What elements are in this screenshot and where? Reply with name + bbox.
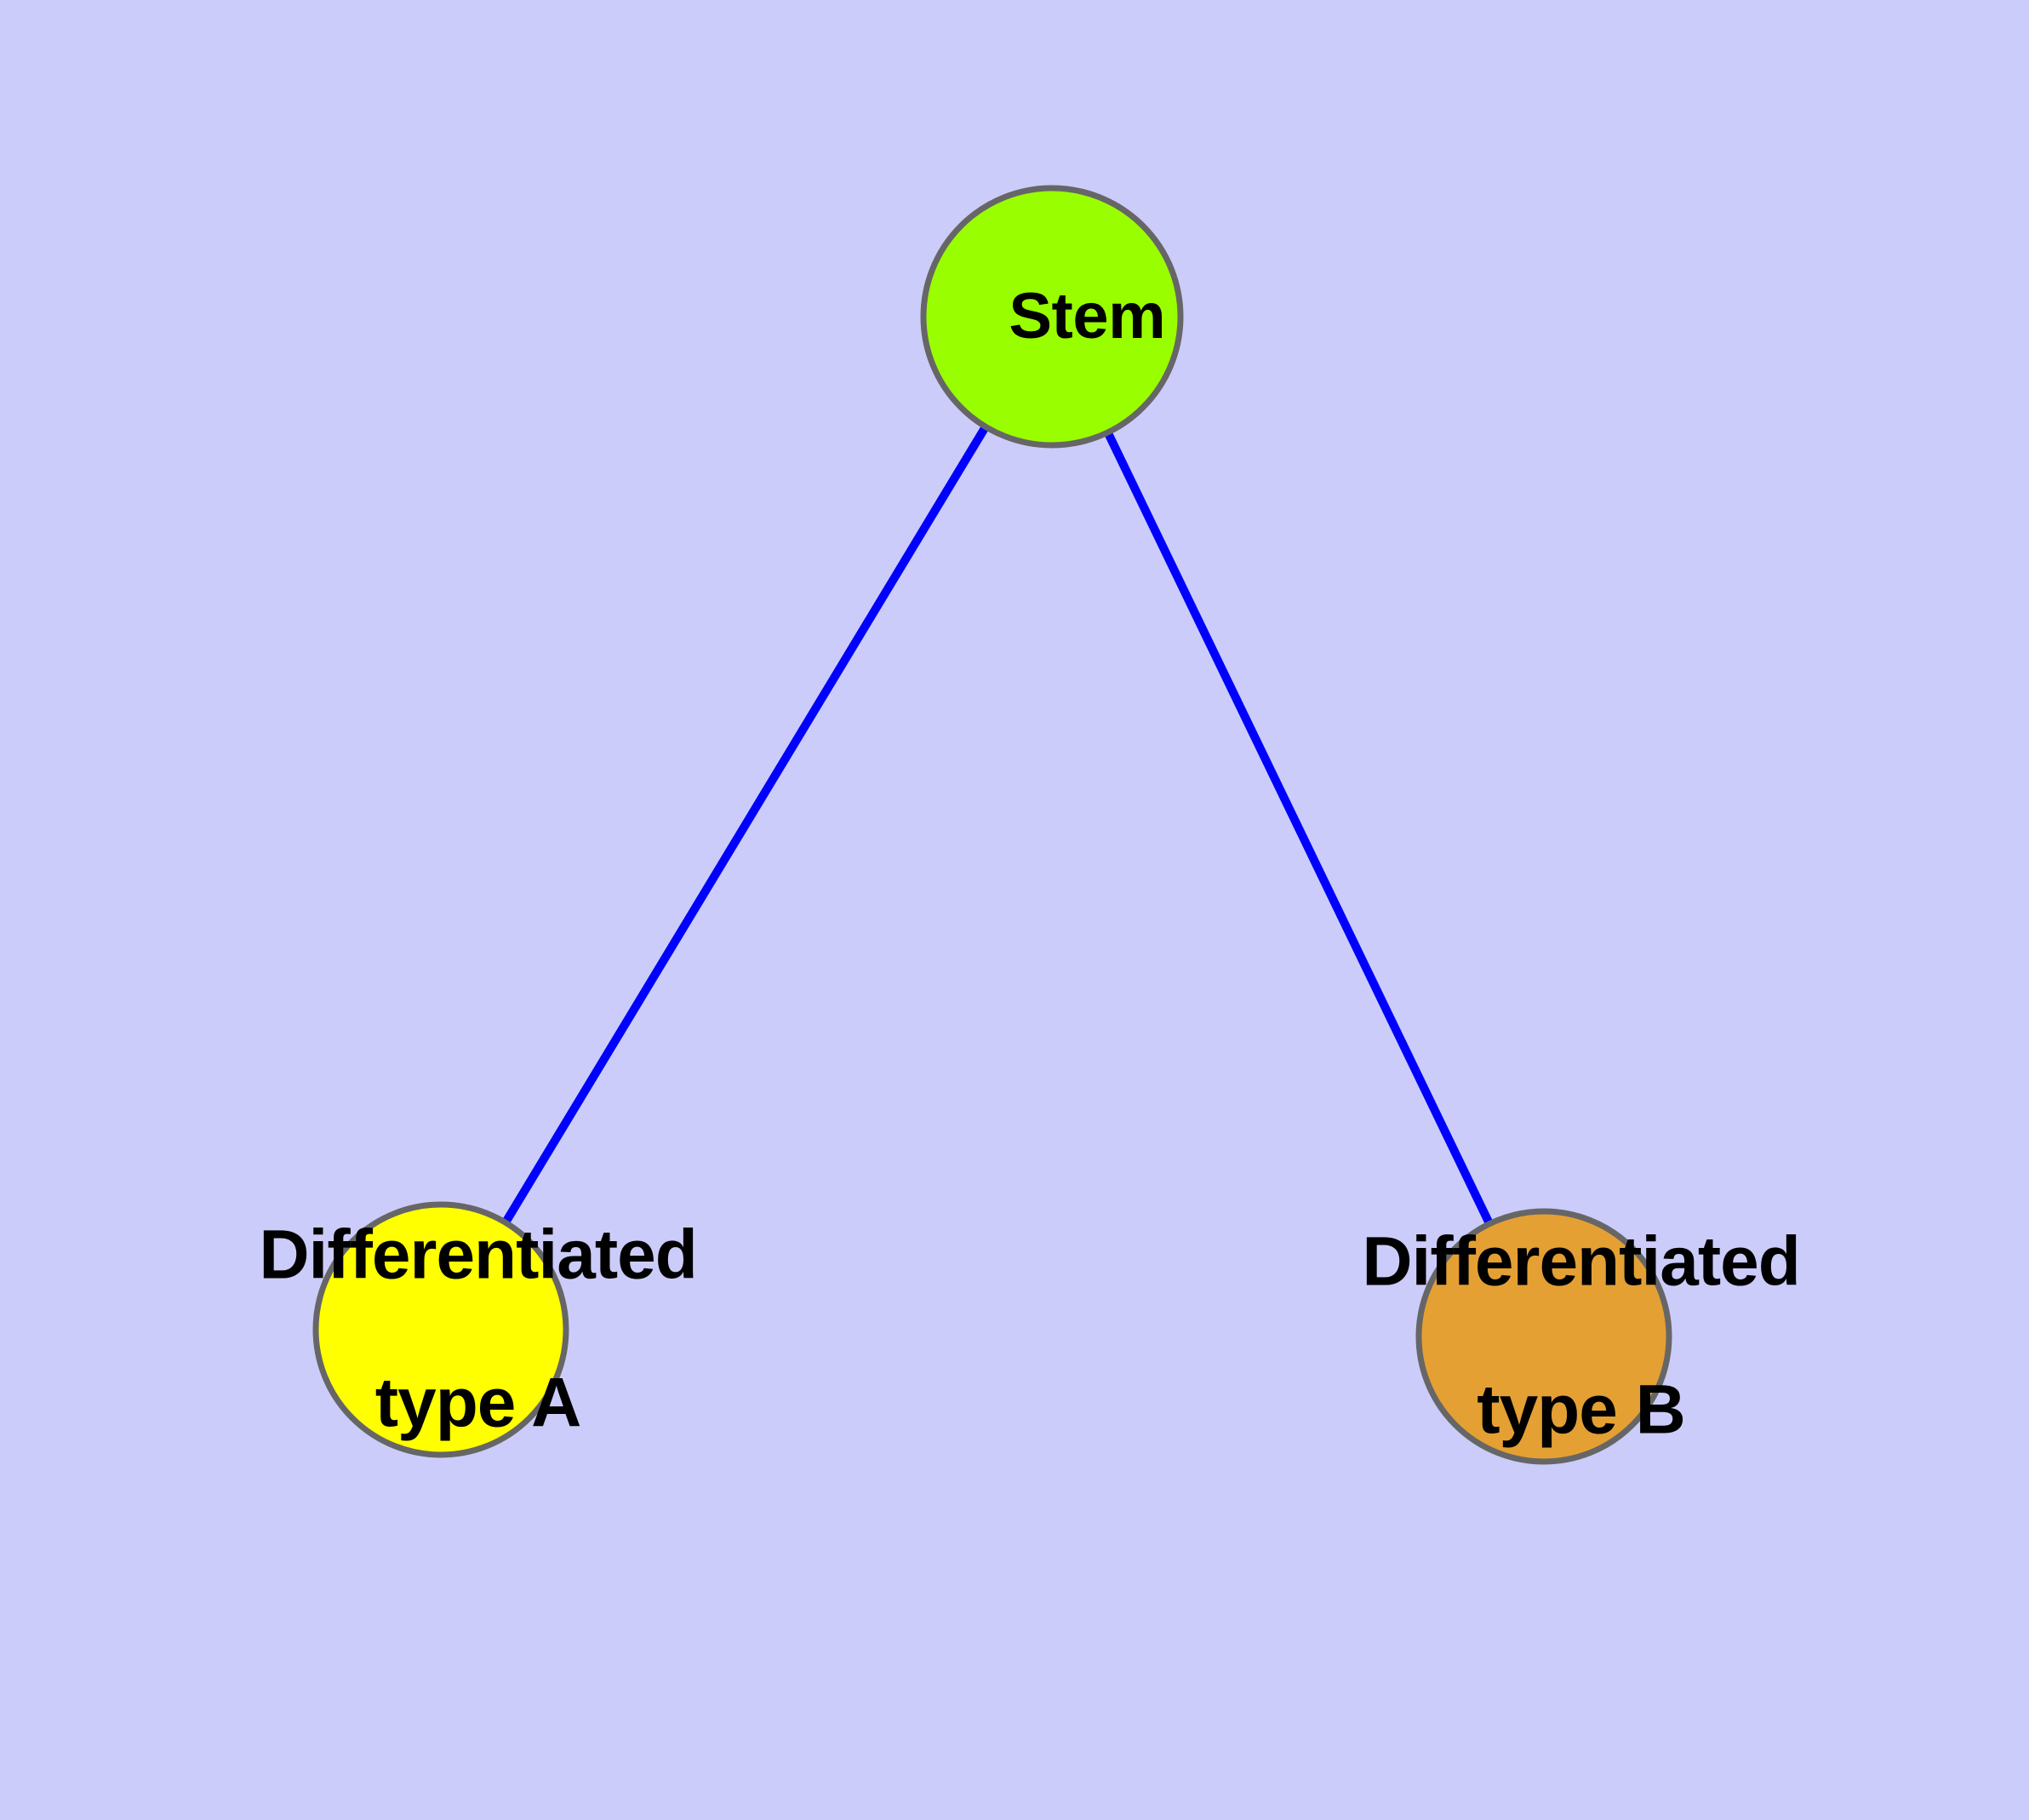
node-stem[interactable] [920,185,1184,449]
node-differentiated-type-a[interactable] [312,1201,569,1458]
edge-stem-to-differentiated-a[interactable] [437,314,1056,1332]
edge-layer [437,314,1548,1339]
node-differentiated-type-b[interactable] [1415,1208,1672,1465]
node-layer [312,185,1672,1465]
edge-stem-to-differentiated-b[interactable] [1048,314,1548,1339]
